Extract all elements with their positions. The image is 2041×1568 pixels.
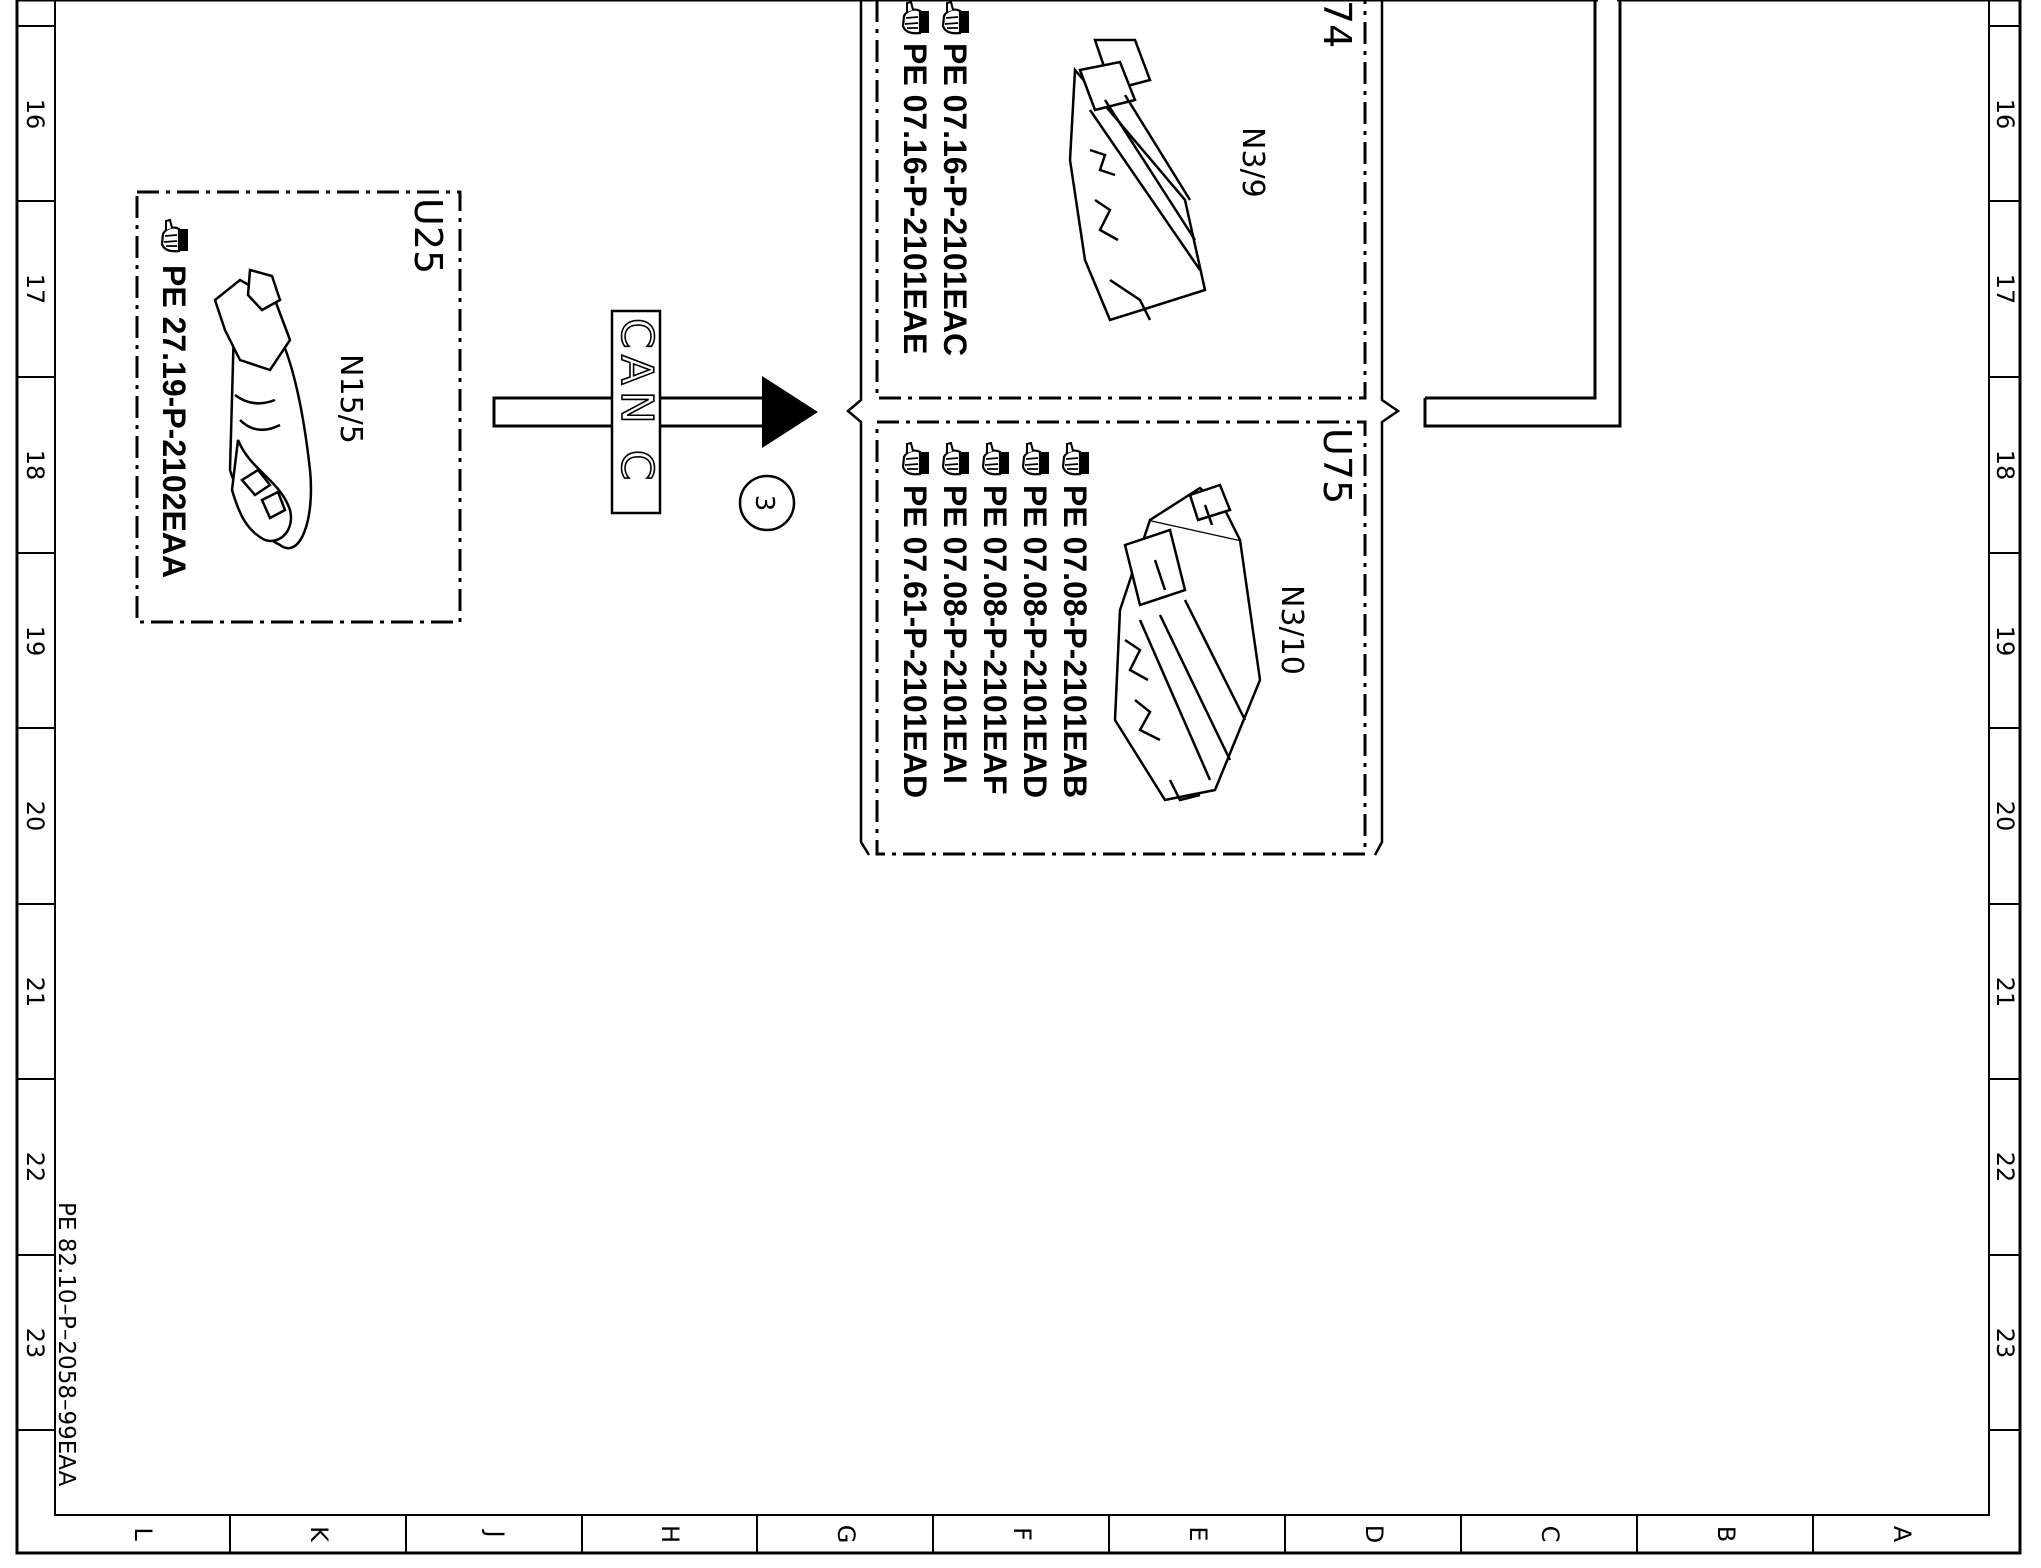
component-label: N15/5 (333, 354, 368, 444)
row-label: 18 (21, 450, 49, 481)
can-bus-label-box (610, 309, 662, 515)
column-label: C (1536, 1526, 1564, 1543)
row-label: 17 (21, 274, 49, 305)
can-bus-arrowhead (762, 376, 818, 448)
reference-hand-icon (941, 0, 971, 35)
reference-hand-icon (981, 441, 1011, 476)
row-label: 21 (1991, 977, 2019, 1008)
column-grid-ticks (229, 1515, 1814, 1553)
column-label: A (1888, 1526, 1916, 1543)
column-label: B (1712, 1526, 1740, 1542)
column-label: D (1360, 1525, 1388, 1543)
reference-hand-icon (901, 0, 931, 35)
row-label: 19 (1991, 626, 2019, 657)
column-label: E (1184, 1526, 1212, 1541)
reference-link[interactable]: PE 27.19-P-2102EAA (156, 265, 192, 578)
reference-link[interactable]: PE 07.61-P-2101EAD (897, 485, 933, 798)
row-labels-left: 16 17 18 19 20 21 22 23 (21, 99, 49, 1359)
row-label: 23 (1991, 1328, 2019, 1359)
column-label: H (656, 1525, 684, 1543)
sheet-outer-border (15, 0, 2022, 1555)
component-label: N3/10 (1274, 585, 1309, 675)
column-label: K (305, 1526, 333, 1543)
row-label: 16 (1991, 99, 2019, 130)
connector-line-fill (1598, 0, 1617, 396)
row-label: 16 (21, 99, 49, 130)
module-u25-boundary (135, 190, 462, 624)
module-u75-boundary (875, 420, 1367, 856)
column-label: G (832, 1525, 860, 1544)
ecu-group-bracket (846, 0, 1401, 856)
n15-5-component-icon (213, 268, 313, 550)
location-label: U25 (406, 198, 450, 274)
column-label: J (481, 1528, 509, 1537)
row-label: 17 (1991, 274, 2019, 305)
reference-link[interactable]: PE 07.08-P-2101EAF (977, 485, 1013, 795)
row-grid-ticks (17, 25, 2020, 1431)
reference-hand-icon (901, 441, 931, 476)
n3-9-ecu-icon (1068, 38, 1207, 322)
row-label: 20 (1991, 801, 2019, 832)
drawing-id: PE 82.10–P–2058–99EAA (53, 1202, 79, 1487)
reference-link[interactable]: PE 07.08-P-2101EAI (937, 485, 973, 784)
can-bus-arrow: CAN C 3 (492, 309, 818, 532)
reference-hand-icon (1061, 441, 1091, 476)
n3-10-ecu-icon (1113, 483, 1262, 802)
column-label: L (129, 1527, 157, 1541)
location-label: 74 (1315, 0, 1359, 48)
module-74: 74 N3/9 PE 07.16-P-2101EAC PE 07.16-P-21… (875, 0, 1367, 400)
reference-link[interactable]: PE 07.08-P-2101EAB (1057, 485, 1093, 798)
reference-link[interactable]: PE 07.16-P-2101EAE (897, 43, 933, 354)
reference-hand-icon (160, 218, 190, 253)
row-labels-right: 16 17 18 19 20 21 22 23 (1991, 99, 2019, 1359)
reference-hand-icon (941, 441, 971, 476)
connector-line (1423, 0, 1622, 428)
module-u25: U25 N15/5 PE 27.19-P-2102EAA (135, 190, 462, 624)
component-label: N3/9 (1235, 127, 1270, 198)
row-label: 21 (21, 977, 49, 1008)
location-label: U75 (1315, 428, 1359, 504)
column-label: F (1008, 1527, 1036, 1541)
reference-link[interactable]: PE 07.16-P-2101EAC (937, 43, 973, 356)
row-label: 18 (1991, 450, 2019, 481)
reference-link[interactable]: PE 07.08-P-2101EAD (1017, 485, 1053, 798)
row-label: 22 (21, 1152, 49, 1183)
can-bus-ref-number: 3 (749, 495, 779, 512)
can-bus-label: CAN C (611, 318, 662, 486)
row-label: 22 (1991, 1152, 2019, 1183)
module-u75: U75 N3/10 PE 07.08-P-2101EAB PE 07.08-P-… (875, 420, 1367, 856)
reference-hand-icon (1021, 441, 1051, 476)
row-label: 20 (21, 801, 49, 832)
column-labels: L K J H G F E D C B A (129, 1525, 1916, 1544)
sheet-inner-border (54, 0, 1990, 1516)
can-bus-ref-circle (738, 474, 796, 532)
module-74-boundary (875, 0, 1367, 400)
row-label: 23 (21, 1328, 49, 1359)
row-label: 19 (21, 626, 49, 657)
